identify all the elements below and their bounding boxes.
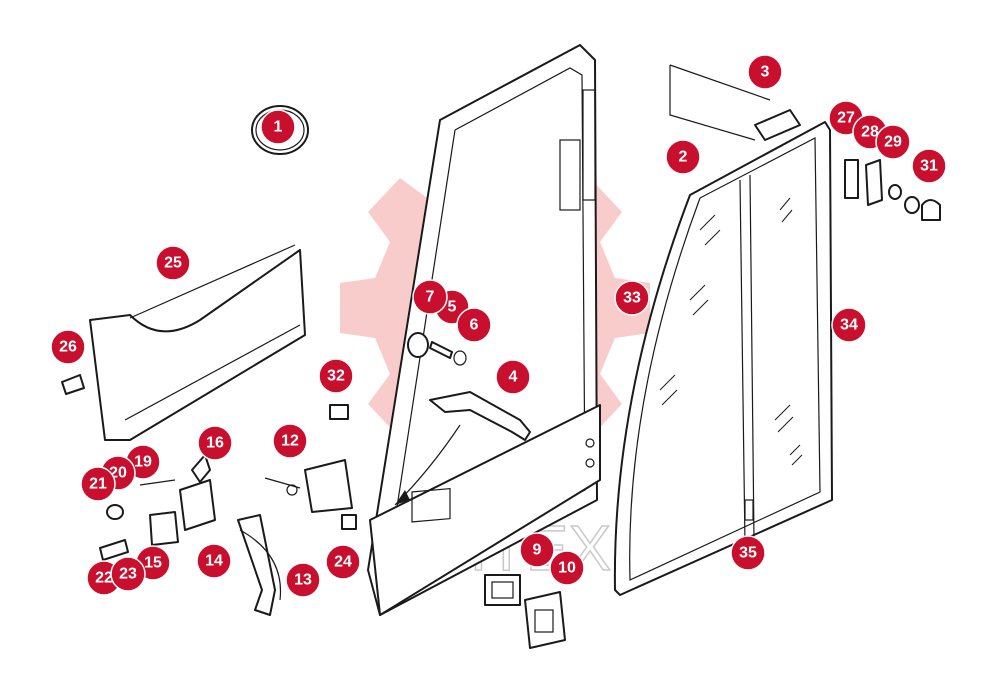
callout-23: 23	[110, 556, 146, 592]
callout-6: 6	[456, 307, 492, 343]
callout-31: 31	[911, 148, 947, 184]
callout-21: 21	[80, 466, 116, 502]
callout-34: 34	[831, 307, 867, 343]
hinge-arm	[669, 64, 801, 141]
callout-label: 24	[334, 554, 352, 571]
callout-label: 10	[558, 560, 576, 577]
lower-door-panel	[369, 404, 601, 616]
callout-label: 23	[119, 566, 137, 583]
callout-badge	[155, 245, 191, 281]
callout-badge	[318, 358, 354, 394]
callout-label: 29	[884, 134, 902, 151]
callout-25: 25	[155, 245, 191, 281]
callout-24: 24	[325, 544, 361, 580]
callout-2: 2	[665, 139, 701, 175]
callout-label: 33	[623, 290, 641, 307]
callout-label: 9	[533, 542, 542, 559]
callout-label: 4	[509, 369, 518, 386]
pin	[329, 404, 349, 420]
hinge-hardware	[844, 159, 941, 221]
callout-10: 10	[549, 550, 585, 586]
callout-badge	[747, 54, 783, 90]
callout-badge	[80, 466, 116, 502]
callout-label: 2	[679, 149, 688, 166]
callout-badge	[730, 535, 766, 571]
callout-label: 6	[470, 317, 479, 334]
callout-label: 35	[739, 545, 757, 562]
callout-label: 3	[761, 64, 770, 81]
callout-badge	[911, 148, 947, 184]
callout-label: 34	[840, 317, 858, 334]
callout-4: 4	[495, 359, 531, 395]
callout-9: 9	[519, 532, 555, 568]
callout-label: 31	[920, 158, 938, 175]
glass-door	[613, 121, 833, 596]
callout-label: 16	[206, 435, 224, 452]
callout-badge	[196, 543, 232, 579]
callout-7: 7	[412, 279, 448, 315]
callout-label: 27	[837, 110, 855, 127]
callout-35: 35	[730, 535, 766, 571]
latch-assembly	[99, 454, 282, 616]
callout-badge	[50, 329, 86, 365]
side-panel	[89, 244, 306, 441]
callout-badge	[831, 307, 867, 343]
callout-32: 32	[318, 358, 354, 394]
paddle-latch	[484, 574, 566, 649]
callout-badge	[260, 109, 296, 145]
callout-label: 12	[281, 433, 299, 450]
callout-badge	[325, 544, 361, 580]
handle-rod	[394, 391, 531, 506]
callout-label: 14	[205, 553, 223, 570]
callout-16: 16	[197, 425, 233, 461]
callout-12: 12	[272, 423, 308, 459]
callout-badge	[110, 556, 146, 592]
callout-26: 26	[50, 329, 86, 365]
callout-label: 26	[59, 339, 77, 356]
side-bolt	[61, 374, 85, 395]
callout-label: 22	[95, 570, 113, 587]
callout-badge	[456, 307, 492, 343]
callout-29: 29	[875, 124, 911, 160]
callout-3: 3	[747, 54, 783, 90]
callout-label: 21	[89, 476, 107, 493]
callout-label: 19	[134, 454, 152, 471]
callout-badge	[875, 124, 911, 160]
callout-badge	[614, 280, 650, 316]
callout-13: 13	[285, 562, 321, 598]
callout-label: 32	[327, 368, 345, 385]
callout-badge	[519, 532, 555, 568]
callout-label: 7	[426, 289, 435, 306]
callout-label: 1	[274, 119, 283, 136]
spacer-block	[341, 514, 357, 530]
callout-badge	[197, 425, 233, 461]
callout-badge	[285, 562, 321, 598]
callout-badge	[272, 423, 308, 459]
callout-label: 13	[294, 572, 312, 589]
callout-badge	[412, 279, 448, 315]
callout-badge	[549, 550, 585, 586]
striker-plate	[264, 459, 353, 513]
callout-label: 28	[861, 124, 879, 141]
bushing-bolt-assembly	[407, 332, 467, 366]
callout-label: 15	[144, 555, 162, 572]
callout-label: 25	[164, 255, 182, 272]
callout-14: 14	[196, 543, 232, 579]
callout-label: 5	[448, 299, 457, 316]
callout-1: 1	[260, 109, 296, 145]
callout-badge	[495, 359, 531, 395]
callout-badge	[665, 139, 701, 175]
callout-33: 33	[614, 280, 650, 316]
